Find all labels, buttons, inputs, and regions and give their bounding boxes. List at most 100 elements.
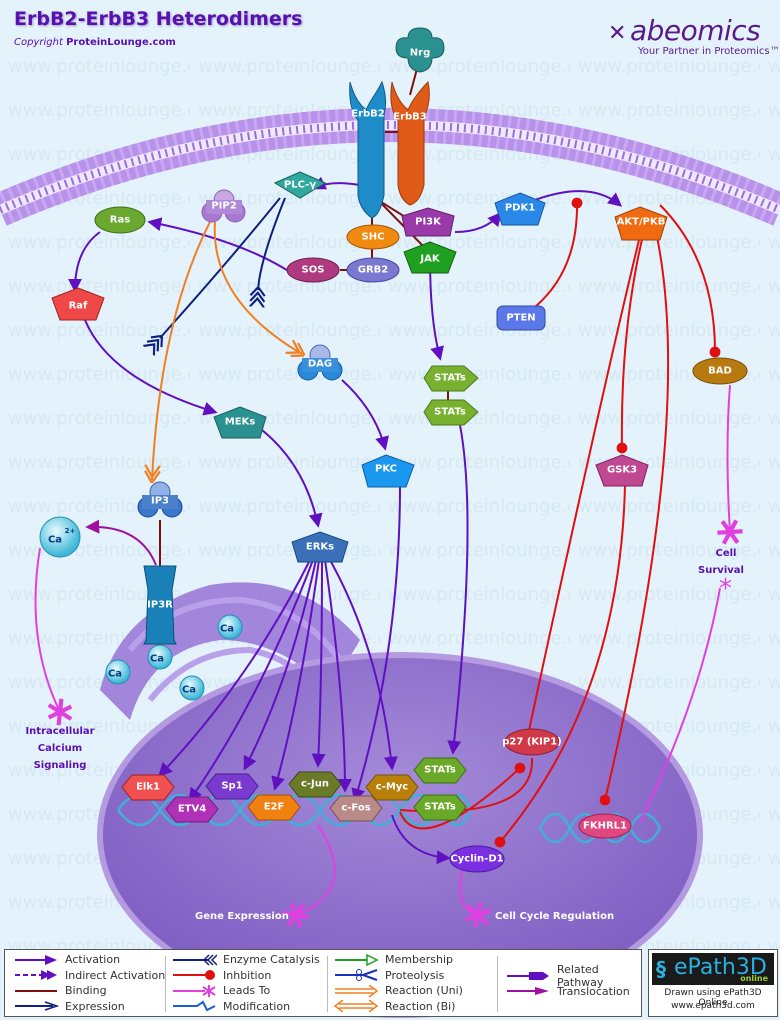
outcome-cell-cycle: Cell Cycle Regulation bbox=[495, 911, 614, 922]
node-stats-nuclear-1[interactable]: STATs bbox=[413, 757, 467, 784]
edge-pten-inhibit bbox=[534, 197, 583, 308]
edge-erbb2-jak bbox=[377, 199, 426, 249]
edge-pdk1-akt bbox=[534, 190, 623, 207]
epath3d-drawn-text: Drawn using ePath3D Online bbox=[664, 988, 762, 1008]
node-cyclind1[interactable]: Cyclin-D1 bbox=[449, 845, 505, 873]
node-stats-cytoplasm-2[interactable]: STATs bbox=[423, 399, 479, 426]
node-grb2[interactable]: GRB2 bbox=[346, 257, 400, 283]
node-e2f[interactable]: E2F bbox=[247, 794, 301, 821]
node-cmyc-label: c-Myc bbox=[376, 782, 409, 793]
node-akt[interactable]: AKT/PKB bbox=[614, 206, 668, 241]
edge-dag-pkc bbox=[341, 379, 389, 451]
node-p27[interactable]: p27 (KIP1) bbox=[502, 728, 562, 756]
legend-column-4: Related Pathway Translocation bbox=[505, 963, 641, 999]
edge-plcg-catalysis-1 bbox=[160, 197, 281, 338]
node-erbb2[interactable]: ErbB2 bbox=[349, 80, 387, 219]
node-ras[interactable]: Ras bbox=[94, 206, 146, 234]
node-cfos[interactable]: c-Fos bbox=[329, 795, 383, 822]
node-ca-er-1: Ca bbox=[217, 614, 243, 640]
edge-ip3r-ca bbox=[85, 519, 157, 566]
legend-reaction-bi: Reaction (Bi) bbox=[333, 999, 463, 1015]
node-dag-label: DAG bbox=[308, 359, 332, 370]
ca-label: Ca bbox=[150, 654, 164, 665]
ca-label: Ca bbox=[182, 685, 196, 696]
node-etv4[interactable]: ETV4 bbox=[165, 796, 219, 823]
legend-label: Reaction (Uni) bbox=[385, 984, 463, 998]
edge-ras-raf bbox=[68, 231, 101, 293]
node-pip2[interactable]: PIP2 bbox=[201, 189, 246, 223]
node-ip3[interactable]: IP3 bbox=[137, 481, 183, 518]
node-cyclind1-label: Cyclin-D1 bbox=[450, 854, 503, 865]
node-plcg[interactable]: PLC-γ bbox=[273, 171, 327, 199]
legend-divider bbox=[165, 956, 166, 1012]
node-erbb3[interactable]: ErbB3 bbox=[390, 81, 430, 206]
node-e2f-label: E2F bbox=[264, 802, 285, 813]
node-ca-cytoplasm[interactable]: Ca 2+ bbox=[39, 516, 81, 558]
legend-column-1: Activation Indirect Activation Binding E… bbox=[13, 952, 165, 1014]
abeomics-logo-icon: ✕ bbox=[608, 21, 626, 46]
node-bad[interactable]: BAD bbox=[692, 357, 748, 385]
legend: Activation Indirect Activation Binding E… bbox=[4, 949, 642, 1017]
node-cmyc[interactable]: c-Myc bbox=[365, 774, 419, 801]
edge-cmyc-p27 bbox=[399, 762, 526, 830]
legend-inhibition: Inhbition bbox=[171, 968, 320, 984]
node-ip3r[interactable]: IP3R bbox=[143, 565, 177, 645]
edge-erks-elk1 bbox=[158, 559, 311, 778]
node-sos[interactable]: SOS bbox=[286, 257, 340, 283]
node-fkhrl1[interactable]: FKHRL1 bbox=[578, 813, 632, 839]
epath3d-logo: § ePath3D online bbox=[652, 953, 774, 985]
node-pdk1[interactable]: PDK1 bbox=[494, 192, 546, 226]
edge-cmyc-cyclind1 bbox=[391, 814, 451, 865]
node-stats-nuclear-2[interactable]: STATs bbox=[413, 794, 467, 821]
modification-icon bbox=[173, 1000, 216, 1012]
node-stats-cytoplasm-1[interactable]: STATs bbox=[423, 365, 479, 392]
node-plcg-label: PLC-γ bbox=[284, 180, 316, 191]
node-raf[interactable]: Raf bbox=[51, 287, 105, 321]
copyright-site-link[interactable]: ProteinLounge.com bbox=[66, 37, 176, 48]
expression-arrow-icon bbox=[15, 1001, 59, 1011]
node-jak[interactable]: JAK bbox=[403, 241, 457, 274]
edge-fkhrl1-survival bbox=[639, 587, 721, 823]
node-pi3k-label: PI3K bbox=[415, 217, 442, 228]
node-pten[interactable]: PTEN bbox=[496, 305, 546, 331]
outcome-cell-survival-line1: Cell bbox=[716, 548, 737, 559]
node-shc[interactable]: SHC bbox=[346, 224, 400, 250]
edge-akt-p27 bbox=[522, 214, 646, 741]
node-dag[interactable]: DAG bbox=[297, 344, 343, 381]
node-pip2-label: PIP2 bbox=[211, 201, 236, 212]
node-pi3k[interactable]: PI3K bbox=[401, 207, 455, 237]
legend-enzyme-catalysis: Enzyme Catalysis bbox=[171, 952, 320, 968]
node-meks[interactable]: MEKs bbox=[213, 406, 267, 439]
epath3d-badge[interactable]: § ePath3D online Drawn using ePath3D Onl… bbox=[648, 949, 778, 1017]
edge-akt-bad bbox=[659, 204, 721, 358]
node-nrg[interactable]: Nrg bbox=[395, 27, 445, 73]
node-sp1-label: Sp1 bbox=[221, 781, 242, 792]
node-elk1[interactable]: Elk1 bbox=[121, 774, 175, 801]
node-pkc[interactable]: PKC bbox=[361, 454, 415, 488]
node-sp1[interactable]: Sp1 bbox=[205, 773, 259, 800]
edge-ca-signaling bbox=[34, 547, 73, 726]
cell-membrane bbox=[0, 108, 780, 226]
edge-akt-gsk3 bbox=[616, 214, 649, 454]
node-ca-er-3: Ca bbox=[105, 659, 131, 685]
legend-divider bbox=[327, 956, 328, 1012]
node-ip3r-label: IP3R bbox=[147, 600, 173, 611]
node-fkhrl1-label: FKHRL1 bbox=[583, 821, 627, 832]
epath3d-online: online bbox=[740, 974, 768, 983]
node-erbb3-label: ErbB3 bbox=[393, 112, 427, 123]
epath3d-url-link[interactable]: www.epath3d.com bbox=[671, 1001, 755, 1011]
node-gsk3[interactable]: GSK3 bbox=[595, 454, 649, 487]
edge-cell-cycle bbox=[459, 869, 492, 928]
legend-label: Enzyme Catalysis bbox=[223, 953, 320, 967]
legend-proteolysis: Proteolysis bbox=[333, 968, 463, 984]
node-erks-label: ERKs bbox=[306, 542, 334, 553]
ca-superscript: 2+ bbox=[65, 527, 76, 535]
legend-indirect-activation: Indirect Activation bbox=[13, 968, 165, 984]
edge-gene-expression bbox=[282, 824, 336, 928]
outcome-calcium-line2: Calcium bbox=[38, 743, 82, 754]
legend-label: Indirect Activation bbox=[65, 968, 166, 982]
brand-logo[interactable]: ✕abeomics bbox=[608, 14, 761, 47]
node-cjun[interactable]: c-Jun bbox=[288, 771, 342, 798]
node-erks[interactable]: ERKs bbox=[291, 531, 349, 563]
